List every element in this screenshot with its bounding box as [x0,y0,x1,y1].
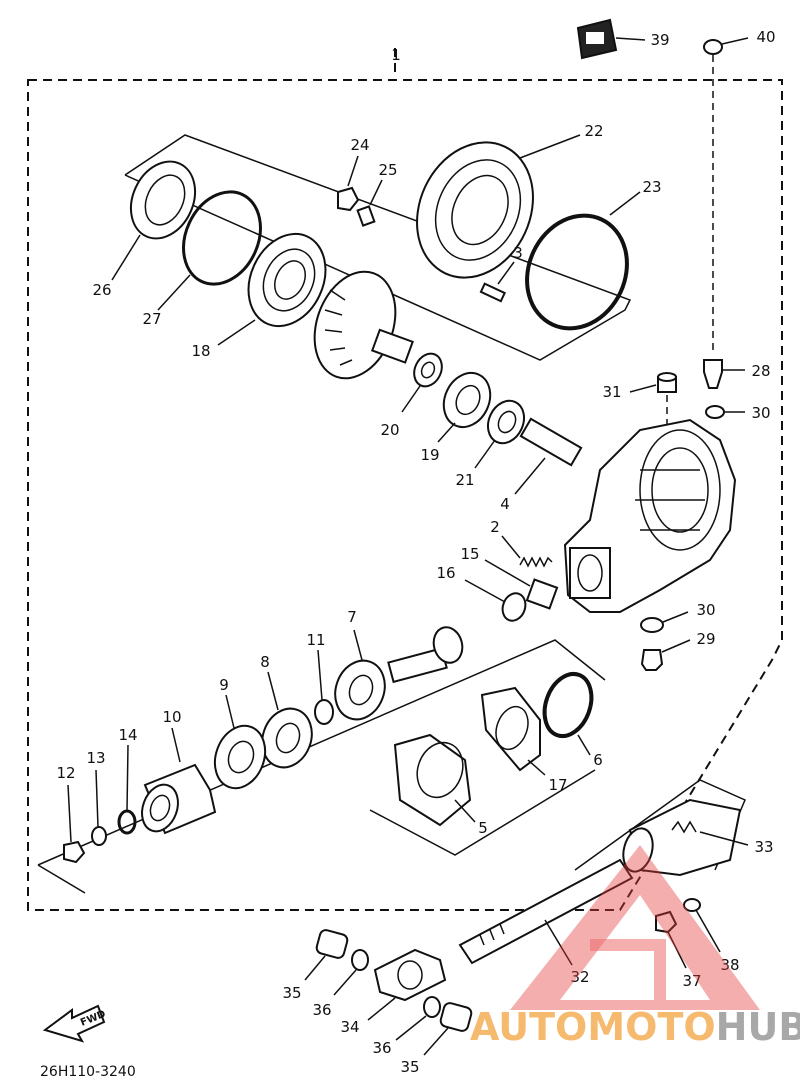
callout-22: 22 [584,122,603,140]
part-16-bushing [464,579,527,622]
diagram-code: 26H110-3240 [40,1064,136,1080]
callout-17: 17 [548,776,567,794]
callout-23: 23 [642,178,661,196]
watermark-text: AUTOMOTOHUB [470,1005,800,1049]
part-3-dowel-pin [479,261,515,303]
ring-gear [313,270,414,380]
callout-32: 32 [570,968,589,986]
assembly-outline-main [27,48,783,911]
part-30-washer-upper [705,405,745,419]
part-2-spring [501,535,553,568]
callout-30b: 30 [696,601,715,619]
part-29-drain-plug [640,639,691,671]
part-12-nut [63,784,86,864]
forward-direction-arrow: FWD [42,1004,107,1043]
watermark: AUTOMOTOHUB [470,845,800,1049]
callout-27: 27 [142,310,161,328]
part-33-coupling-spring [622,798,749,877]
part-10-coupling [141,727,217,835]
part-8-bearing [261,671,313,769]
part-24-nut [337,155,360,212]
callout-37: 37 [682,972,701,990]
part-35-bearing-cap-upper [304,929,349,981]
callout-29: 29 [696,630,715,648]
callout-15: 15 [460,545,479,563]
watermark-triangle-logo [510,845,760,1010]
callout-26: 26 [92,281,111,299]
part-19-bearing [437,371,492,443]
callout-40: 40 [756,28,775,46]
part-30-washer-lower [640,611,689,633]
callout-24: 24 [350,136,369,154]
callout-1: 1 [391,46,401,64]
callout-35b: 35 [400,1058,419,1076]
part-35-bearing-cap-lower [423,1002,473,1056]
part-7-bearing [334,629,386,721]
callout-18: 18 [191,342,210,360]
callout-11: 11 [306,631,325,649]
final-gear-case [563,418,737,613]
part-39-label-plate [576,18,646,60]
part-13-washer [91,769,107,846]
callout-28: 28 [751,362,770,380]
subassembly-outline-upper [124,134,632,361]
callout-34: 34 [340,1018,359,1036]
callout-9: 9 [219,676,229,694]
part-15-bearing [484,559,559,610]
part-32-drive-shaft [458,858,634,966]
part-9-bearing [213,694,267,790]
part-17-gasket [480,686,546,776]
callout-16: 16 [436,564,455,582]
part-14-circlip [117,744,137,835]
callout-4: 4 [500,495,510,513]
callout-39: 39 [650,31,669,49]
part-28-bolt [703,359,745,389]
callout-12: 12 [56,764,75,782]
part-22-bearing-housing [416,134,581,279]
callout-2: 2 [490,518,500,536]
part-18-bearing [217,232,327,346]
callout-13: 13 [86,749,105,767]
part-37-nut [655,910,687,969]
callout-30a: 30 [751,404,770,422]
callout-25: 25 [378,161,397,179]
part-11-shim [314,649,334,725]
callout-10: 10 [162,708,181,726]
callout-36a: 36 [312,1001,331,1019]
callout-38: 38 [720,956,739,974]
callout-35a: 35 [282,984,301,1002]
part-40-cap [703,37,749,355]
part-27-shim [157,190,262,311]
callout-8: 8 [260,653,270,671]
callout-5: 5 [478,819,488,837]
callout-3: 3 [513,244,523,262]
part-25-stud [356,179,383,227]
callout-7: 7 [347,608,357,626]
part-36-circlip-upper [333,949,369,996]
part-26-oil-seal [111,160,197,281]
part-5-housing [393,733,476,827]
part-36-circlip-lower [395,996,441,1041]
callout-36b: 36 [372,1039,391,1057]
part-20-shim [401,352,443,413]
callout-21: 21 [455,471,474,489]
part-6-o-ring [542,672,594,756]
callout-20: 20 [380,421,399,439]
part-7-pinion-gear [387,626,464,684]
part-21-bearing [474,399,525,469]
callout-6: 6 [593,751,603,769]
callout-33: 33 [754,838,773,856]
callout-14: 14 [118,726,137,744]
part-34-universal-joint [367,948,447,1021]
callout-31: 31 [602,383,621,401]
callout-19: 19 [420,446,439,464]
part-38-washer [683,898,721,953]
part-23-o-ring [525,191,641,331]
part-4-shaft [514,417,583,495]
